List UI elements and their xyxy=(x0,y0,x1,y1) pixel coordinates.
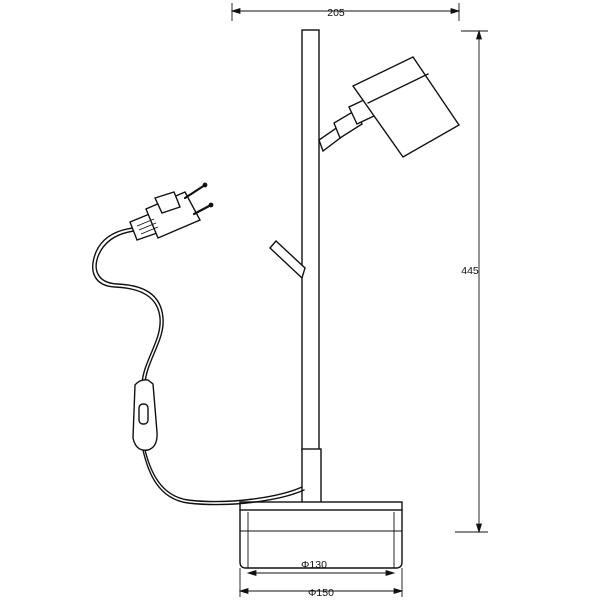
spot-housing xyxy=(351,56,461,158)
width-arrow-left xyxy=(230,7,241,15)
plug-grip-line-1 xyxy=(136,218,155,227)
inner-diameter-arrow-right xyxy=(385,569,396,577)
spotlight-assembly xyxy=(318,56,461,158)
plug-grip-line-3 xyxy=(140,226,159,235)
height-label: 445 xyxy=(461,265,479,277)
inline-switch xyxy=(132,379,158,451)
stem-rod xyxy=(301,29,320,451)
side-arm xyxy=(269,239,306,280)
spot-housing-seam xyxy=(367,73,429,104)
plug-pin-lower xyxy=(192,203,213,216)
height-dimension: 445 xyxy=(455,29,488,534)
outer-diameter-dimension: Φ150 xyxy=(238,568,404,599)
plug-face-detail xyxy=(154,191,181,214)
width-label: 205 xyxy=(327,7,345,19)
inner-diameter-dimension: Φ130 xyxy=(246,559,396,577)
plug-pin-lower-tip xyxy=(208,202,214,208)
outer-diameter-label: Φ150 xyxy=(308,587,334,599)
plug-pin-upper xyxy=(183,183,207,200)
width-dimension: 205 xyxy=(230,3,461,21)
stem-collar xyxy=(301,448,322,505)
power-cord xyxy=(92,227,305,506)
plug-pin-upper-tip xyxy=(202,182,208,188)
height-arrow-top xyxy=(475,29,483,40)
arm-stub xyxy=(269,239,306,280)
base-body xyxy=(239,509,403,569)
outer-diameter-arrow-left xyxy=(238,587,249,595)
width-arrow-right xyxy=(450,7,461,15)
cord-lower-segment xyxy=(144,449,303,503)
cord-lower-segment-2 xyxy=(142,449,305,506)
euro-plug xyxy=(129,182,214,241)
cord-upper-segment-2 xyxy=(95,230,164,384)
inner-diameter-label: Φ130 xyxy=(301,559,327,571)
base-top-plate xyxy=(239,501,403,511)
lamp-stem xyxy=(301,29,322,505)
inner-diameter-arrow-left xyxy=(246,569,257,577)
switch-rocker xyxy=(138,403,149,425)
lamp-base xyxy=(239,501,403,569)
outer-diameter-arrow-right xyxy=(393,587,404,595)
cord-upper-segment xyxy=(92,227,161,384)
height-arrow-bottom xyxy=(475,523,483,534)
plug-grip-line-2 xyxy=(138,222,157,231)
